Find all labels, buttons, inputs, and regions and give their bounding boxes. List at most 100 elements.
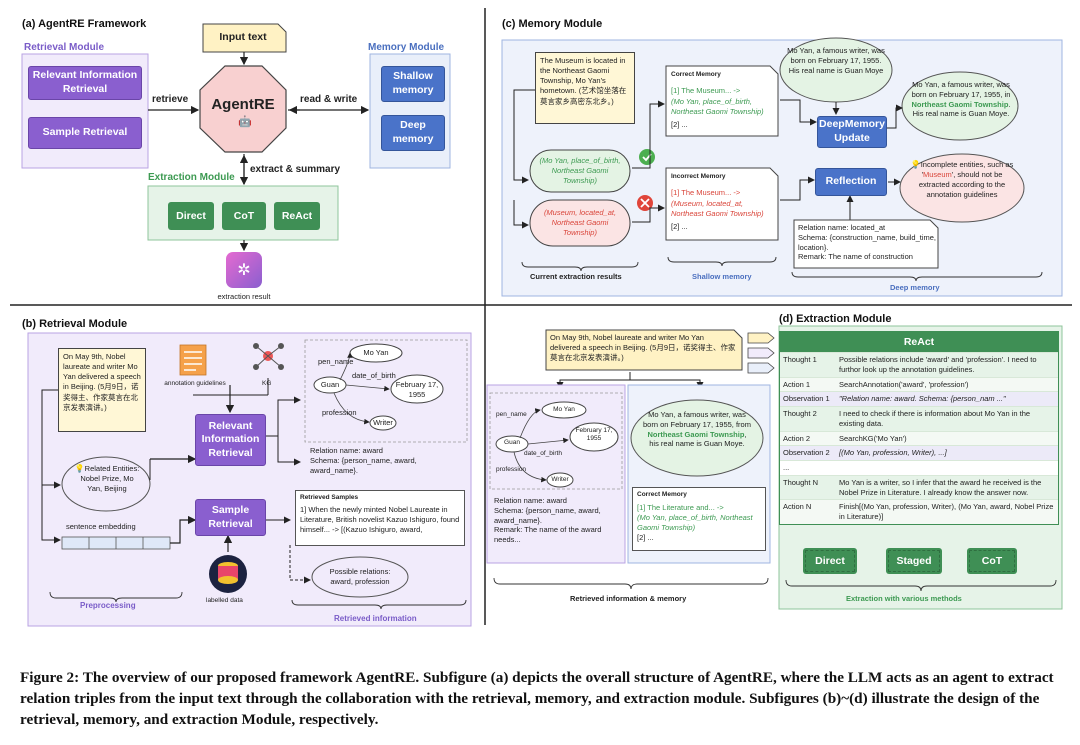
correct-memory-line3: [2] ...	[671, 120, 688, 129]
kg-edge-pen-name: pen_name	[318, 357, 354, 366]
panel-b-title: (b) Retrieval Module	[22, 318, 128, 330]
react-row: Action 2 SearchKG('Mo Yan')	[780, 430, 1058, 446]
react-row-key: ...	[783, 463, 790, 472]
panel-c-title: (c) Memory Module	[502, 18, 603, 30]
d-memory-cloud: Mo Yan, a famous writer, was born on Feb…	[643, 410, 751, 449]
react-row-value: [(Mo Yan, profession, Writer), ...]	[839, 448, 947, 458]
d-correct-memory-box: Correct Memory [1] The Literature and...…	[632, 487, 766, 551]
located-at-schema-note: Relation name: located_at Schema: {const…	[798, 223, 936, 262]
kg-node-guan: Guan	[320, 380, 340, 389]
react-row-key: Thought 1	[783, 355, 817, 364]
reflection-cloud: 💡Incomplete entities, such as 'Museum', …	[910, 160, 1014, 199]
d-kg-node-date: February 17, 1955	[575, 427, 613, 443]
retrieval-input-note: On May 9th, Nobel laureate and writer Mo…	[58, 348, 146, 432]
direct-method-box: Direct	[168, 202, 214, 230]
labelled-data-label: labelled data	[206, 597, 243, 604]
robot-icon: 🤖	[238, 116, 252, 128]
react-row-value	[836, 461, 1058, 475]
retrieved-information-label: Retrieved information	[334, 614, 417, 623]
d-correct-memory-line2: (Mo Yan, place_of_birth, Northeast Gaomi…	[637, 512, 753, 533]
react-row-value: I need to check if there is information …	[839, 409, 1031, 428]
react-row-value: Mo Yan is a writer, so I infer that the …	[839, 477, 1042, 497]
extract-summary-arrow-label: extract & summary	[250, 164, 341, 175]
kg-node-writer: Writer	[373, 418, 393, 427]
panel-a-title: (a) AgentRE Framework	[22, 18, 147, 30]
cot-method-d: CoT	[967, 548, 1017, 574]
react-row: Observation 2[(Mo Yan, profession, Write…	[780, 445, 1058, 460]
figure-caption: Figure 2: The overview of our proposed f…	[20, 669, 1054, 728]
agentre-octagon	[199, 65, 287, 153]
react-row-value: SearchAnnotation('award', 'profession')	[839, 379, 969, 389]
kg-node-mo-yan: Mo Yan	[363, 348, 389, 357]
retrieval-module-label: Retrieval Module	[24, 42, 105, 53]
react-rows: Thought 1 Possible relations include 'awa…	[780, 352, 1058, 524]
thought-cloud: Mo Yan, a famous writer, was born on Feb…	[787, 46, 885, 75]
react-row: ...	[780, 460, 1058, 475]
cross-icon	[639, 197, 651, 209]
relevant-retrieval-box: Relevant Information Retrieval	[195, 414, 266, 466]
kg-label: KG	[262, 380, 272, 387]
memory-input-note: The Museum is located in the Northeast G…	[535, 52, 635, 124]
incorrect-memory-line2: (Museum, located_at, Northeast Gaomi Tow…	[671, 199, 764, 218]
correct-memory-line1: [1] The Museum... ->	[671, 86, 741, 95]
react-row-key: Action 2	[783, 433, 811, 443]
check-icon	[641, 151, 653, 163]
react-row: Action N Finish[(Mo Yan, profession, Writ…	[780, 499, 1058, 524]
react-row-value: "Relation name: award. Schema: {person_n…	[839, 394, 1006, 404]
read-write-arrow-label: read & write	[300, 94, 358, 105]
deep-memory-box: Deep memory	[381, 115, 445, 151]
react-row-key: Thought 2	[783, 409, 817, 418]
retrieve-arrow-label: retrieve	[152, 94, 189, 105]
possible-relations-cloud: Possible relations: award, profession	[329, 567, 391, 586]
deep-memory-label: Deep memory	[890, 283, 940, 292]
react-row-value: Possible relations include 'award' and '…	[839, 355, 1037, 374]
extraction-result-label: extraction result	[217, 292, 271, 301]
extraction-methods-label: Extraction with various methods	[846, 594, 962, 603]
cot-method-box: CoT	[222, 202, 266, 230]
react-row: Thought 2 I need to check if there is inf…	[780, 406, 1058, 431]
d-kg-edge-date: date_of_birth	[524, 450, 562, 457]
sentence-embedding-label: sentence embedding	[66, 522, 136, 531]
incorrect-memory-line1: [1] The Museum... ->	[671, 188, 741, 197]
agentre-label: AgentRE	[211, 96, 275, 113]
extraction-input-note: On May 9th, Nobel laureate and writer Mo…	[550, 333, 736, 362]
input-text-label: Input text	[219, 31, 267, 43]
react-row-value: SearchKG('Mo Yan')	[839, 433, 907, 443]
updated-memory-cloud: Mo Yan, a famous writer, was born on Feb…	[911, 80, 1011, 119]
shallow-memory-label: Shallow memory	[692, 272, 752, 281]
d-kg-edge-pen-name: pen_name	[496, 411, 527, 418]
annotation-guidelines-label: annotation guidelines	[164, 380, 226, 387]
incorrect-memory-line3: [2] ...	[671, 222, 688, 231]
react-row: Action 1 SearchAnnotation('award', 'profe…	[780, 376, 1058, 392]
sample-retrieval-box-b: Sample Retrieval	[195, 499, 266, 536]
retrieved-samples-title: Retrieved Samples	[300, 494, 359, 501]
d-kg-node-mo-yan: Mo Yan	[553, 406, 575, 413]
memory-module-label: Memory Module	[368, 42, 445, 53]
d-correct-memory-line1: [1] The Literature and... ->	[637, 502, 724, 512]
react-row-value: Finish[(Mo Yan, profession, Writer), (Mo…	[839, 502, 1054, 521]
react-row-key: Observation 1	[783, 394, 830, 404]
staged-method-d: Staged	[886, 548, 942, 574]
current-results-label: Current extraction results	[530, 272, 622, 281]
d-kg-node-guan: Guan	[504, 439, 520, 446]
kg-edge-profession: profession	[322, 408, 357, 417]
react-row-key: Action N	[783, 502, 812, 512]
incorrect-memory-title: Incorrect Memory	[671, 173, 726, 180]
sample-retrieval-box: Sample Retrieval	[28, 117, 142, 149]
react-row-key: Action 1	[783, 379, 811, 389]
kg-node-date: February 17, 1955	[395, 380, 439, 399]
react-row: Observation 1 "Relation name: award. Sche…	[780, 391, 1058, 406]
extraction-result-icon: ✲	[226, 252, 262, 288]
react-row: Thought 1 Possible relations include 'awa…	[780, 352, 1058, 377]
reflection-box: Reflection	[815, 168, 887, 196]
d-correct-memory-title: Correct Memory	[637, 491, 687, 498]
lightbulb-icon-b: 💡	[74, 464, 85, 473]
preprocessing-label: Preprocessing	[80, 601, 136, 610]
panel-d-title: (d) Extraction Module	[779, 313, 892, 325]
relevant-information-retrieval-box: Relevant Information Retrieval	[28, 66, 142, 100]
retrieved-samples-text: 1] When the newly minted Nobel Laureate …	[300, 504, 460, 535]
kg-edge-date: date_of_birth	[352, 371, 396, 380]
correct-triple-pill: (Mo Yan, place_of_birth, Northeast Gaomi…	[539, 156, 621, 185]
